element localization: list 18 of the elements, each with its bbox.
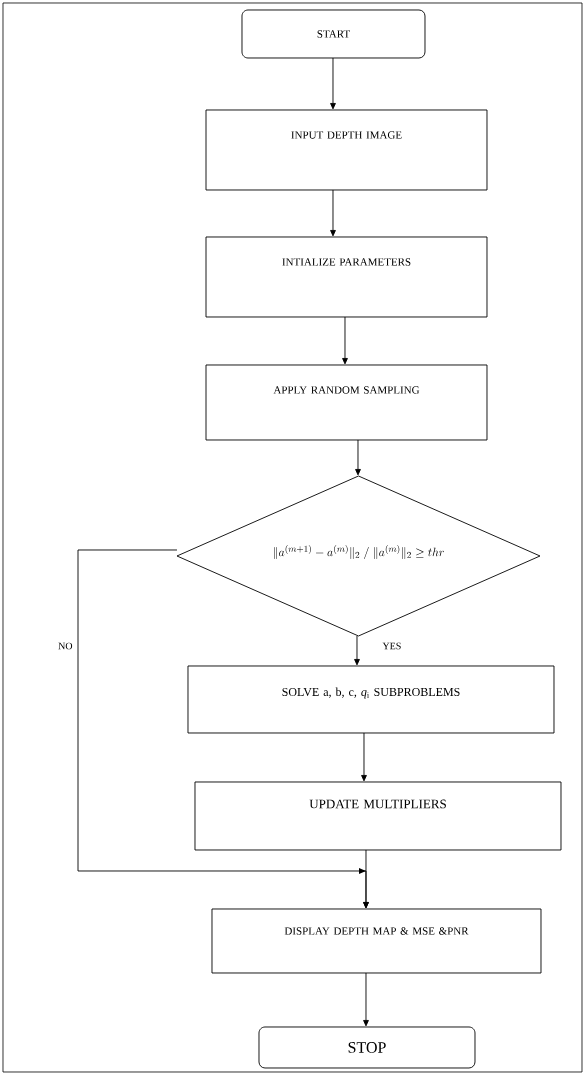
process-box: UPDATE MULTIPLIERS — [194, 781, 562, 851]
arrow — [361, 732, 367, 782]
arrow — [77, 549, 369, 909]
arrow — [363, 972, 369, 1027]
process-box: INPUT DEPTH IMAGE — [205, 109, 488, 191]
terminal-box: STOP — [258, 1026, 476, 1069]
arrow — [355, 439, 361, 476]
arrow — [342, 316, 348, 365]
arrow — [330, 189, 336, 237]
arrow — [330, 57, 336, 110]
process-box: SOLVE a, b, c, q$_{i}$ SUBPROBLEMS — [187, 665, 555, 734]
edge-label: YES — [381, 641, 403, 651]
edge-label: NO — [57, 641, 74, 651]
terminal-box: START — [241, 9, 426, 59]
process-box: INTIALIZE PARAMETERS — [205, 236, 488, 318]
process-box: APPLY RANDOM SAMPLING — [205, 364, 488, 441]
process-box: DISPLAY DEPTH MAP & MSE &PNR — [211, 908, 542, 974]
arrow — [354, 635, 360, 666]
